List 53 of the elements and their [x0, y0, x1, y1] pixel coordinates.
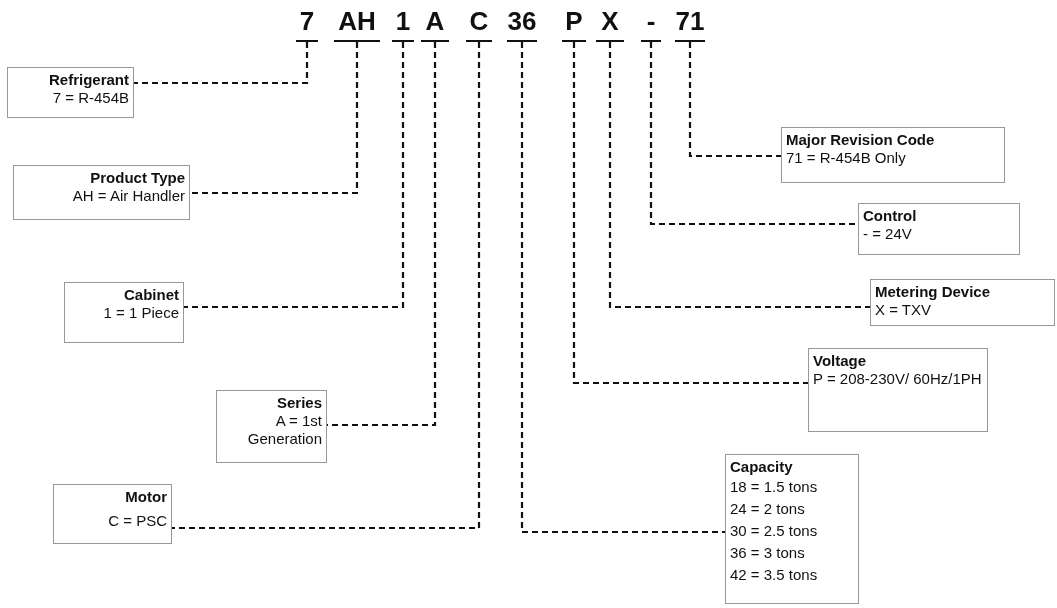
code-character: P	[562, 4, 586, 42]
field-heading: Control	[863, 207, 918, 225]
field-value: X = TXV	[875, 301, 932, 319]
field-heading: Voltage	[813, 352, 868, 370]
field-heading: Capacity	[730, 458, 794, 476]
code-character: A	[421, 4, 449, 42]
field-heading: Cabinet	[123, 286, 179, 304]
code-character: AH	[334, 4, 380, 42]
code-character: C	[466, 4, 492, 42]
field-value: 42 = 3.5 tons	[730, 565, 819, 585]
definition-box	[808, 348, 988, 432]
leader-line	[520, 42, 725, 534]
field-heading: Product Type	[89, 169, 185, 187]
field-value: AH = Air Handler	[71, 187, 185, 205]
field-heading: Motor	[124, 488, 167, 506]
definition-box	[216, 390, 327, 463]
field-heading: Refrigerant	[47, 71, 129, 89]
field-value: - = 24V	[863, 225, 913, 243]
field-value: 7 = R-454B	[51, 89, 129, 107]
field-value: 24 = 2 tons	[730, 499, 806, 519]
field-value: P = 208-230V/ 60Hz/1PH	[813, 370, 983, 388]
leader-line	[134, 42, 309, 85]
code-character: 1	[392, 4, 414, 42]
leader-line	[649, 42, 858, 226]
definition-box	[64, 282, 184, 343]
leader-line	[190, 42, 359, 195]
leader-line	[172, 42, 481, 530]
leader-line	[608, 42, 870, 309]
definition-box	[7, 67, 134, 118]
definition-box	[13, 165, 190, 220]
code-character: 36	[507, 4, 537, 42]
field-value: 18 = 1.5 tons	[730, 477, 819, 497]
field-heading: Metering Device	[875, 283, 992, 301]
code-character: X	[596, 4, 624, 42]
code-character: -	[641, 4, 661, 42]
definition-box	[870, 279, 1055, 326]
field-value: A = 1st Generation	[246, 412, 322, 448]
field-value: 1 = 1 Piece	[102, 304, 179, 322]
code-character: 7	[296, 4, 318, 42]
leader-line	[184, 42, 405, 309]
field-heading: Series	[275, 394, 322, 412]
field-value: 36 = 3 tons	[730, 543, 806, 563]
definition-box	[53, 484, 172, 544]
field-value: 30 = 2.5 tons	[730, 521, 819, 541]
code-character: 71	[675, 4, 705, 42]
field-value: 71 = R-454B Only	[786, 149, 907, 167]
definition-box	[858, 203, 1020, 255]
field-heading: Major Revision Code	[786, 131, 936, 149]
definition-box	[781, 127, 1005, 183]
field-value: C = PSC	[107, 512, 167, 530]
leader-line	[572, 42, 808, 385]
definition-box	[725, 454, 859, 604]
leader-line	[688, 42, 781, 158]
